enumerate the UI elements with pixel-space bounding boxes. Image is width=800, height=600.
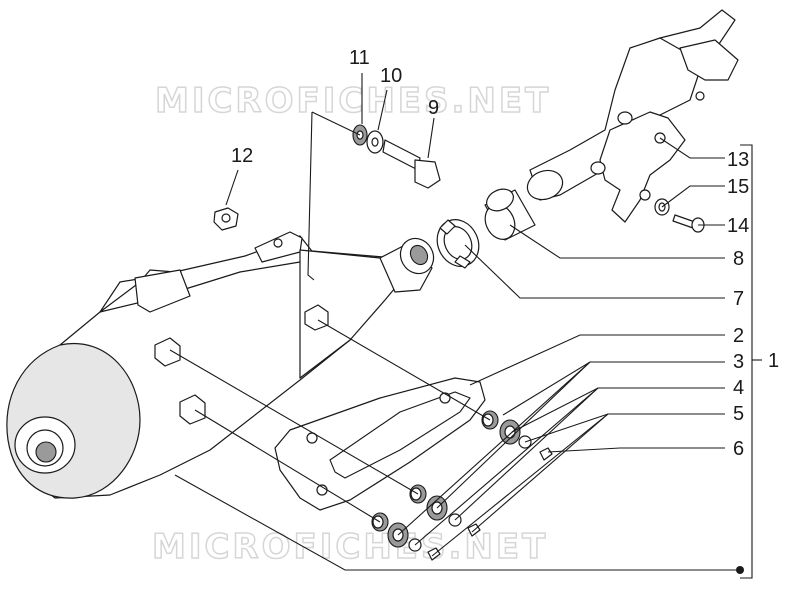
leader-lines <box>169 73 762 579</box>
nut-12 <box>213 207 239 231</box>
watermark-top: MICROFICHES.NET <box>155 81 551 121</box>
heat-shield <box>274 377 486 511</box>
grommet-set-right <box>481 410 553 461</box>
watermark-bottom: MICROFICHES.NET <box>152 527 548 567</box>
leader-dot <box>736 566 744 574</box>
callout-4: 4 <box>733 377 744 399</box>
callout-12: 12 <box>231 145 253 167</box>
callout-8: 8 <box>733 248 744 270</box>
callout-7: 7 <box>733 288 744 310</box>
callout-6: 6 <box>733 438 744 460</box>
callout-5: 5 <box>733 403 744 425</box>
exhaust-manifold <box>526 9 739 223</box>
muffler-body <box>6 231 435 499</box>
callout-3: 3 <box>733 351 744 373</box>
exhaust-sleeve <box>484 188 536 241</box>
callout-13: 13 <box>727 149 749 171</box>
callout-1: 1 <box>768 350 779 372</box>
callout-10: 10 <box>380 65 402 87</box>
bolt-stack <box>352 124 441 189</box>
screw-14 <box>672 214 705 233</box>
callout-2: 2 <box>733 325 744 347</box>
callout-9: 9 <box>428 97 439 119</box>
callout-labels: 11 10 9 12 13 15 14 8 7 2 3 4 5 6 1 <box>231 47 779 460</box>
callout-11: 11 <box>349 47 370 69</box>
clamp <box>436 219 480 269</box>
callout-15: 15 <box>727 176 749 198</box>
callout-14: 14 <box>727 215 749 237</box>
